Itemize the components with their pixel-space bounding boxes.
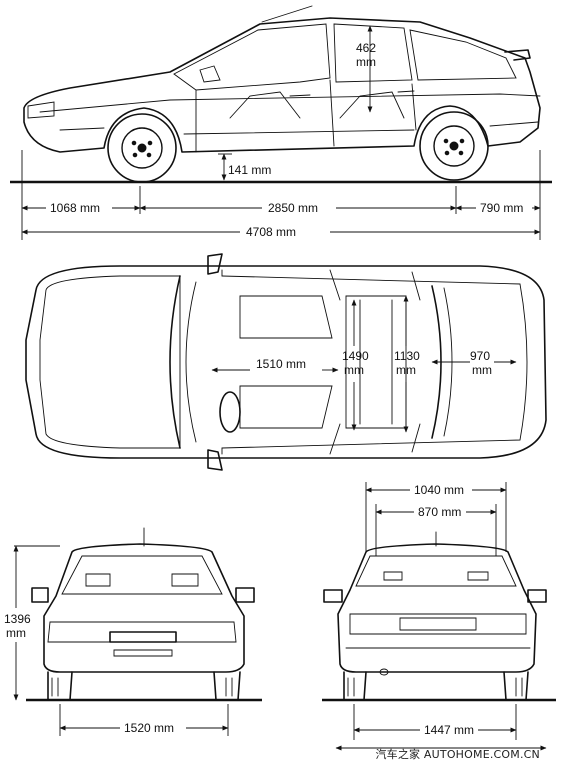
front-overhang-label: 1068 mm	[50, 201, 100, 215]
mid-width-unit: mm	[344, 363, 364, 377]
boot-width-unit: mm	[472, 363, 492, 377]
front-body-outline	[43, 543, 245, 673]
height-unit: mm	[6, 626, 26, 640]
front-width-label: 1510 mm	[256, 357, 306, 371]
overall-length-label: 4708 mm	[246, 225, 296, 239]
rear-track-label: 1447 mm	[424, 723, 474, 737]
ground-clearance-label: 141 mm	[228, 163, 271, 177]
boot-width-value: 970	[470, 349, 490, 363]
front-track-label: 1520 mm	[124, 721, 174, 735]
rear-seat-width-value: 1130	[394, 349, 420, 363]
top-view: 1510 mm 1490 mm 1130 mm 970 mm	[25, 253, 547, 471]
roof-width-label: 1040 mm	[414, 483, 464, 497]
watermark: 汽车之家 AUTOHOME.COM.CN	[375, 748, 540, 761]
rear-overhang-label: 790 mm	[480, 201, 523, 215]
rear-seat-width-unit: mm	[396, 363, 416, 377]
height-value: 1396	[4, 612, 31, 626]
wheelbase-label: 2850 mm	[268, 201, 318, 215]
front-wheel-side	[107, 113, 177, 183]
headroom-value: 462	[356, 41, 376, 55]
rear-wheel-side	[419, 111, 489, 181]
side-view: 141 mm 462 mm 1068 mm 2850 mm 790 mm 470…	[10, 5, 552, 240]
mid-width-value: 1490	[342, 349, 369, 363]
rear-view: 1040 mm 870 mm 1447 mm	[322, 482, 556, 751]
side-body-outline	[23, 17, 541, 153]
headroom-unit: mm	[356, 55, 376, 69]
rear-window-width-label: 870 mm	[418, 505, 461, 519]
rear-body-outline	[337, 543, 537, 673]
front-view: 1396 mm 1520 mm	[4, 527, 262, 736]
top-body-outline	[25, 265, 547, 459]
